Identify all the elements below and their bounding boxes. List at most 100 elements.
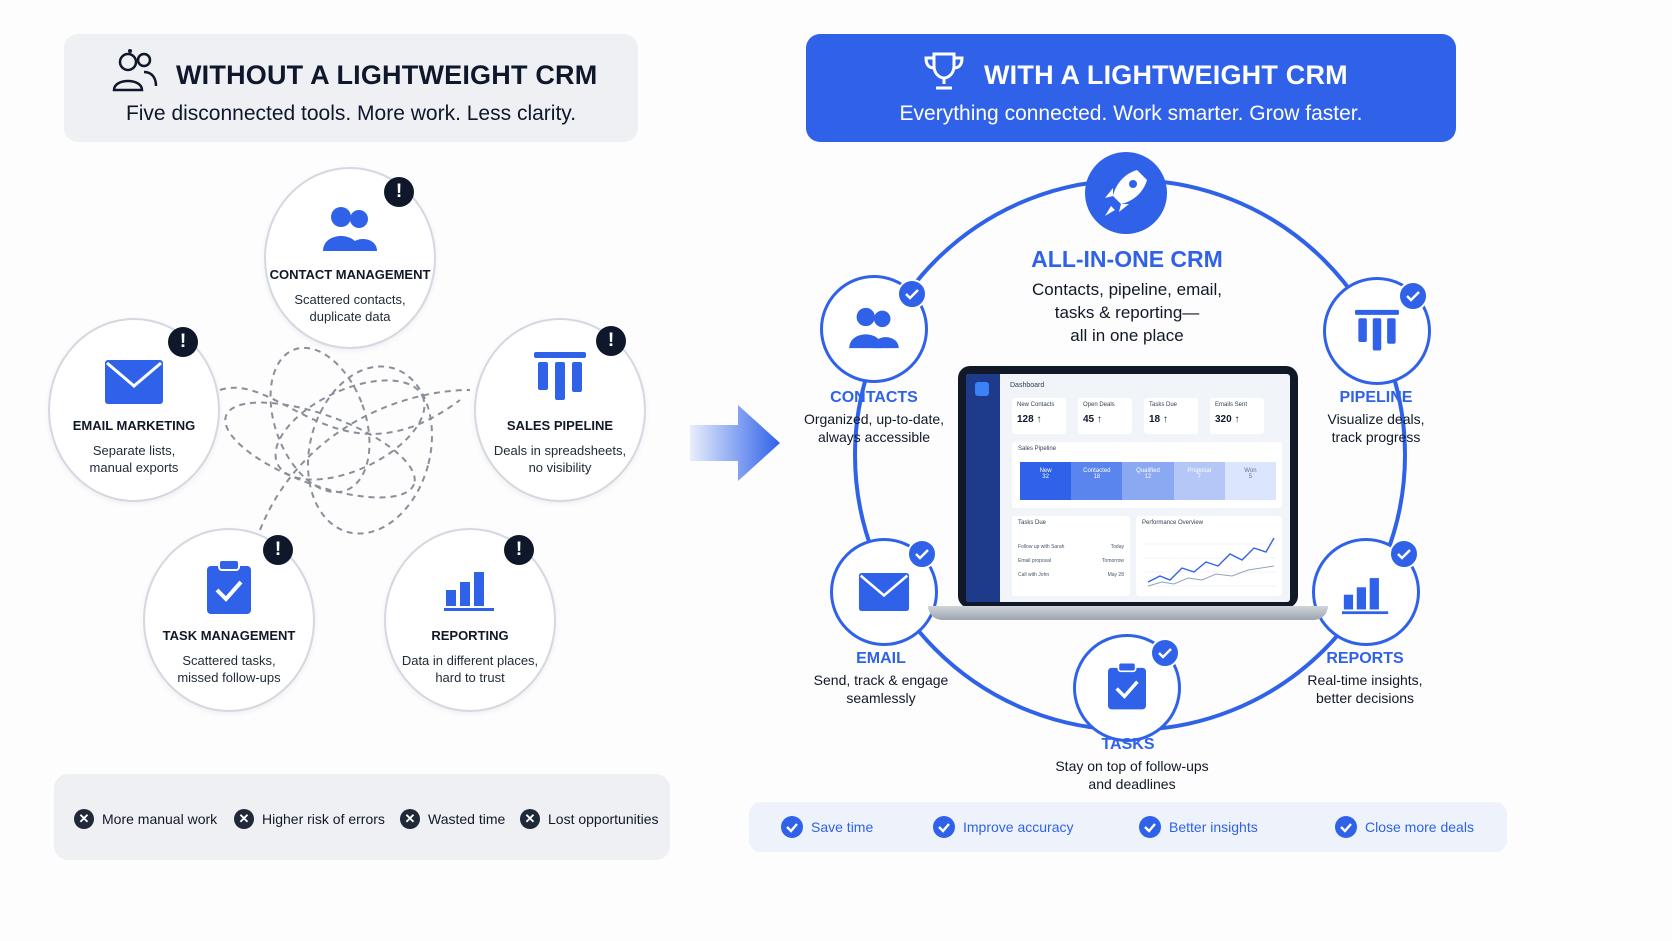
benefit-label: Improve accuracy <box>963 819 1074 835</box>
tool-desc: Data in different places, <box>401 653 539 668</box>
stat-label: New Contacts <box>1017 402 1055 408</box>
panel-title: Sales Pipeline <box>1018 446 1057 452</box>
module-title: EMAIL <box>856 650 906 667</box>
module-title: TASKS <box>1101 736 1155 753</box>
drawback-label: Wasted time <box>428 811 506 827</box>
rocket-icon <box>1105 170 1147 216</box>
crm-description: Contacts, pipeline, email, tasks & repor… <box>980 278 1274 347</box>
module-desc-line: Real-time insights, <box>1307 672 1423 688</box>
benefit-item: Close more deals <box>1335 816 1474 838</box>
module-desc-line: seamlessly <box>846 690 916 706</box>
tool-desc: Deals in spreadsheets, <box>493 443 627 458</box>
without-crm-header: WITHOUT A LIGHTWEIGHT CRM Five disconnec… <box>64 34 638 142</box>
x-circle-icon: ✕ <box>234 809 254 829</box>
envelope-icon <box>105 360 163 404</box>
contacts-icon <box>849 307 899 349</box>
tool-desc: Scattered tasks, <box>182 653 276 668</box>
stage-name: Contacted <box>1083 468 1111 474</box>
tool-title: EMAIL MARKETING <box>72 418 196 433</box>
check-circle-icon <box>1335 816 1357 838</box>
subtitle-right: Everything connected. Work smarter. Grow… <box>899 102 1363 125</box>
drawback-label: Higher risk of errors <box>262 811 385 827</box>
drawback-label: Lost opportunities <box>548 811 659 827</box>
module-desc-line: track progress <box>1331 429 1421 445</box>
stat-card: Open Deals 45 ↑ <box>1078 398 1132 434</box>
page-title-left: WITHOUT A LIGHTWEIGHT CRM <box>176 60 598 90</box>
stat-card: Emails Sent 320 ↑ <box>1210 398 1264 434</box>
warning-icon: ! <box>168 327 198 357</box>
module-desc-line: Send, track & engage <box>813 672 949 688</box>
tool-desc: hard to trust <box>435 670 505 685</box>
stat-label: Open Deals <box>1083 402 1115 408</box>
laptop-screen: Dashboard New Contacts 128 ↑ Open Deals … <box>958 366 1298 608</box>
stat-card: New Contacts 128 ↑ <box>1012 398 1066 434</box>
stage-count: 18 <box>1093 474 1101 480</box>
bar-chart-icon <box>444 572 494 611</box>
panel-title: Tasks Due <box>1018 520 1047 526</box>
check-circle-icon <box>781 816 803 838</box>
tool-desc: Scattered contacts, <box>294 292 406 307</box>
benefit-item: Better insights <box>1139 816 1258 838</box>
module-title: REPORTS <box>1326 650 1404 667</box>
check-circle-icon <box>933 816 955 838</box>
drawback-item: ✕ Higher risk of errors <box>234 809 385 829</box>
check-icon <box>1398 281 1428 311</box>
warning-icon: ! <box>384 177 414 207</box>
dashboard-title: Dashboard <box>1010 382 1045 389</box>
module-desc-line: Organized, up-to-date, <box>803 411 945 427</box>
tool-desc: Separate lists, <box>92 443 176 458</box>
stat-value: 18 ↑ <box>1149 414 1168 425</box>
x-circle-icon: ✕ <box>74 809 94 829</box>
crm-title: ALL-IN-ONE CRM <box>1031 246 1223 272</box>
drawback-item: ✕Wasted time <box>400 809 505 829</box>
module-desc-line: Stay on top of follow-ups <box>1055 758 1209 774</box>
crm-desc-line: tasks & reporting— <box>1054 303 1200 322</box>
module-desc-line: better decisions <box>1315 690 1415 706</box>
drawback-item: ✕Lost opportunities <box>520 809 659 829</box>
benefit-label: Better insights <box>1169 819 1258 835</box>
check-circle-icon <box>1139 816 1161 838</box>
laptop-base <box>928 606 1328 620</box>
stage-name: Qualified <box>1136 468 1160 474</box>
clipboard-check-icon <box>207 560 251 614</box>
stage-count: 32 <box>1042 474 1049 480</box>
module-desc: Send, track & engage seamlessly <box>800 671 962 707</box>
task-due: May 28 <box>1107 572 1124 578</box>
check-icon <box>1389 539 1419 569</box>
transition-arrow-icon <box>690 405 780 481</box>
tool-title: TASK MANAGEMENT <box>162 628 296 643</box>
bar-chart-icon <box>1342 578 1389 615</box>
module-reports <box>1312 538 1420 646</box>
module-title: CONTACTS <box>830 389 918 406</box>
module-desc: Real-time insights, better decisions <box>1290 671 1440 707</box>
tool-desc: duplicate data <box>309 309 391 324</box>
stat-card: Tasks Due 18 ↑ <box>1144 398 1198 434</box>
warning-icon: ! <box>263 535 293 565</box>
task-due: Today <box>1110 544 1124 550</box>
module-desc-line: and deadlines <box>1088 776 1176 792</box>
performance-panel: Performance Overview <box>1136 516 1282 596</box>
app-logo-icon <box>975 382 989 396</box>
stage-count: 5 <box>1248 474 1253 480</box>
pipeline-icon <box>1355 309 1399 351</box>
drawback-label: More manual work <box>102 811 218 827</box>
stat-value: 45 ↑ <box>1083 414 1102 425</box>
dashboard-sidebar <box>966 374 1000 602</box>
benefits-bar: Save time Improve accuracy Better insigh… <box>749 802 1507 852</box>
clipboard-check-icon <box>1108 661 1146 710</box>
warning-icon: ! <box>596 326 626 356</box>
envelope-icon <box>858 573 910 611</box>
with-crm-header: WITH A LIGHTWEIGHT CRM Everything connec… <box>806 34 1456 142</box>
module-desc: Stay on top of follow-ups and deadlines <box>1040 757 1224 793</box>
drawbacks-bar: ✕ More manual work ✕ Higher risk of errors… <box>54 774 670 860</box>
stat-value: 128 ↑ <box>1017 414 1042 425</box>
module-desc-line: always accessible <box>817 429 931 445</box>
